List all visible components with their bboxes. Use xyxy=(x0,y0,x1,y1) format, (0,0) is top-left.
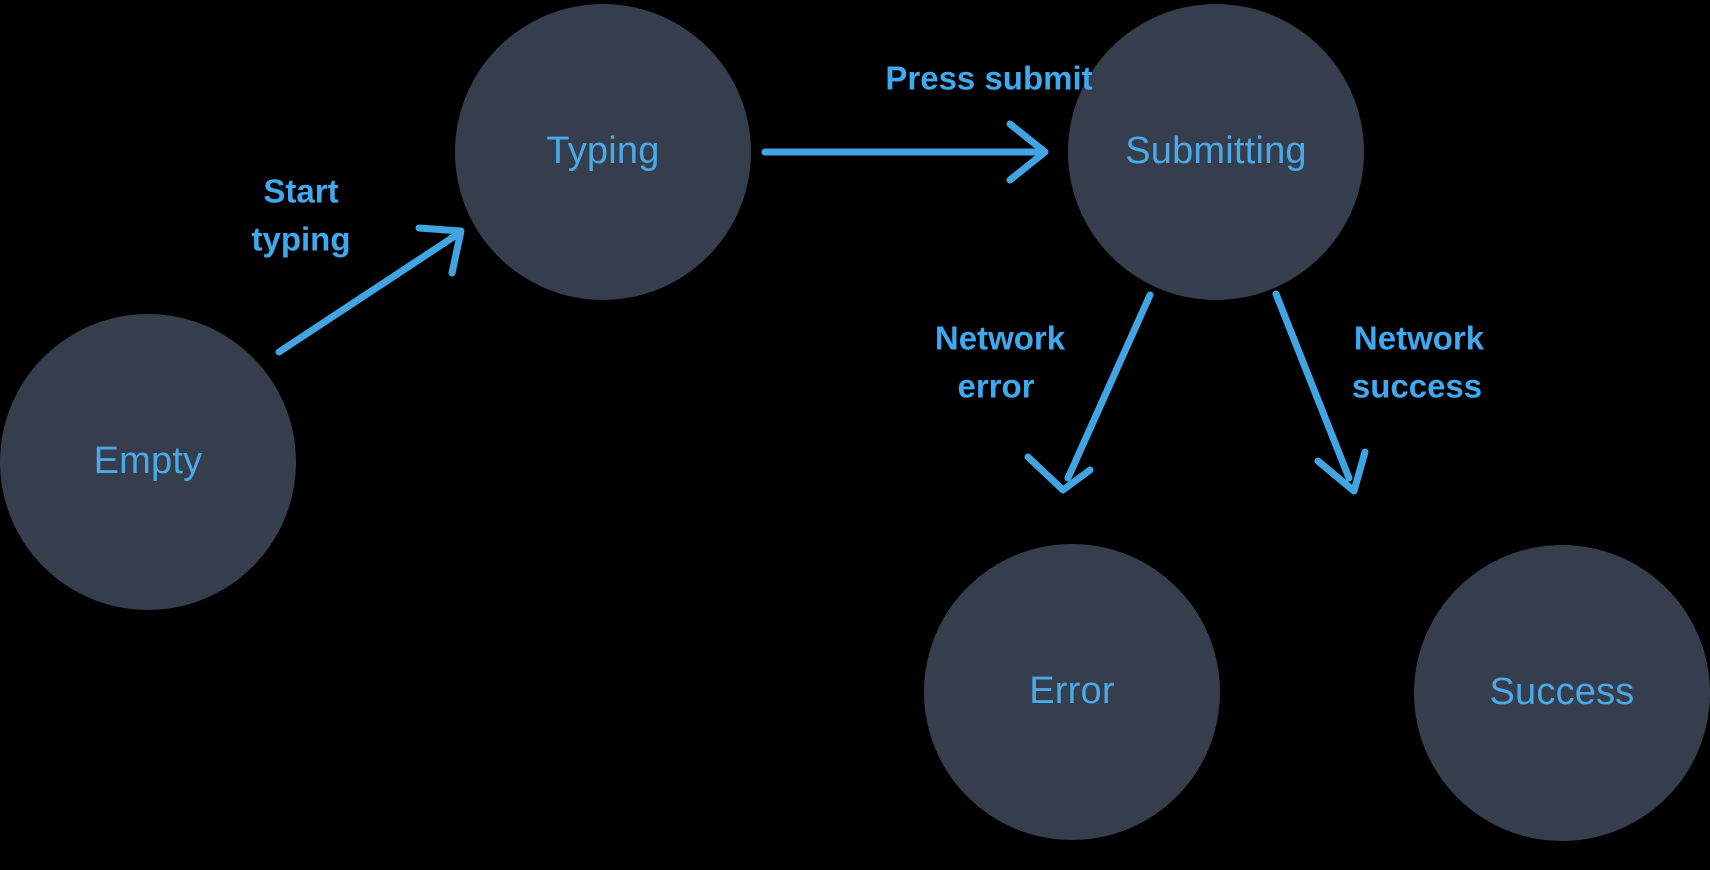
state-node-typing-circle xyxy=(455,4,751,300)
edge-label-network-success-line1: Network xyxy=(1354,320,1485,357)
edge-label-network-error-line2: error xyxy=(957,368,1034,405)
edge-label-network-error-line1: Network xyxy=(935,320,1066,357)
edge-empty-to-typing-arrowhead xyxy=(415,224,465,277)
edge-submitting-to-error-arrowhead xyxy=(1024,453,1094,494)
state-node-error-label: Error xyxy=(1029,670,1115,712)
state-node-success[interactable]: Success xyxy=(1414,545,1710,841)
edge-label-network-success-line2: success xyxy=(1352,368,1482,405)
edge-submitting-to-success-arrowhead xyxy=(1314,448,1369,495)
edge-label-network-success: Network success xyxy=(1352,320,1485,405)
edge-submitting-to-success[interactable] xyxy=(1272,290,1369,495)
edge-typing-to-submitting[interactable] xyxy=(761,120,1049,184)
edge-label-start-typing-line1: Start xyxy=(263,173,338,210)
state-node-submitting-label: Submitting xyxy=(1125,130,1307,172)
edge-submitting-to-error[interactable] xyxy=(1024,291,1154,494)
edge-typing-to-submitting-arrowhead xyxy=(1006,120,1049,184)
edge-label-start-typing: Start typing xyxy=(252,173,351,258)
state-node-submitting-circle xyxy=(1068,4,1364,300)
state-node-error[interactable]: Error xyxy=(924,544,1220,840)
state-node-typing[interactable]: Typing xyxy=(455,4,751,300)
state-node-empty[interactable]: Empty xyxy=(0,314,296,610)
edge-submitting-to-success-line xyxy=(1272,290,1353,482)
state-node-success-circle xyxy=(1414,545,1710,841)
state-node-empty-circle xyxy=(0,314,296,610)
edge-submitting-to-error-line xyxy=(1064,291,1154,482)
edge-empty-to-typing-line xyxy=(275,230,462,356)
edge-label-press-submit-line1: Press submit xyxy=(885,60,1092,97)
edge-label-network-error: Network error xyxy=(935,320,1066,405)
state-node-error-circle xyxy=(924,544,1220,840)
state-node-empty-label: Empty xyxy=(94,440,203,482)
state-node-typing-label: Typing xyxy=(546,130,659,172)
state-node-success-label: Success xyxy=(1489,671,1634,713)
edge-label-press-submit: Press submit xyxy=(885,60,1092,97)
edge-empty-to-typing[interactable] xyxy=(275,224,465,356)
edge-label-start-typing-line2: typing xyxy=(252,221,351,258)
state-node-submitting[interactable]: Submitting xyxy=(1068,4,1364,300)
